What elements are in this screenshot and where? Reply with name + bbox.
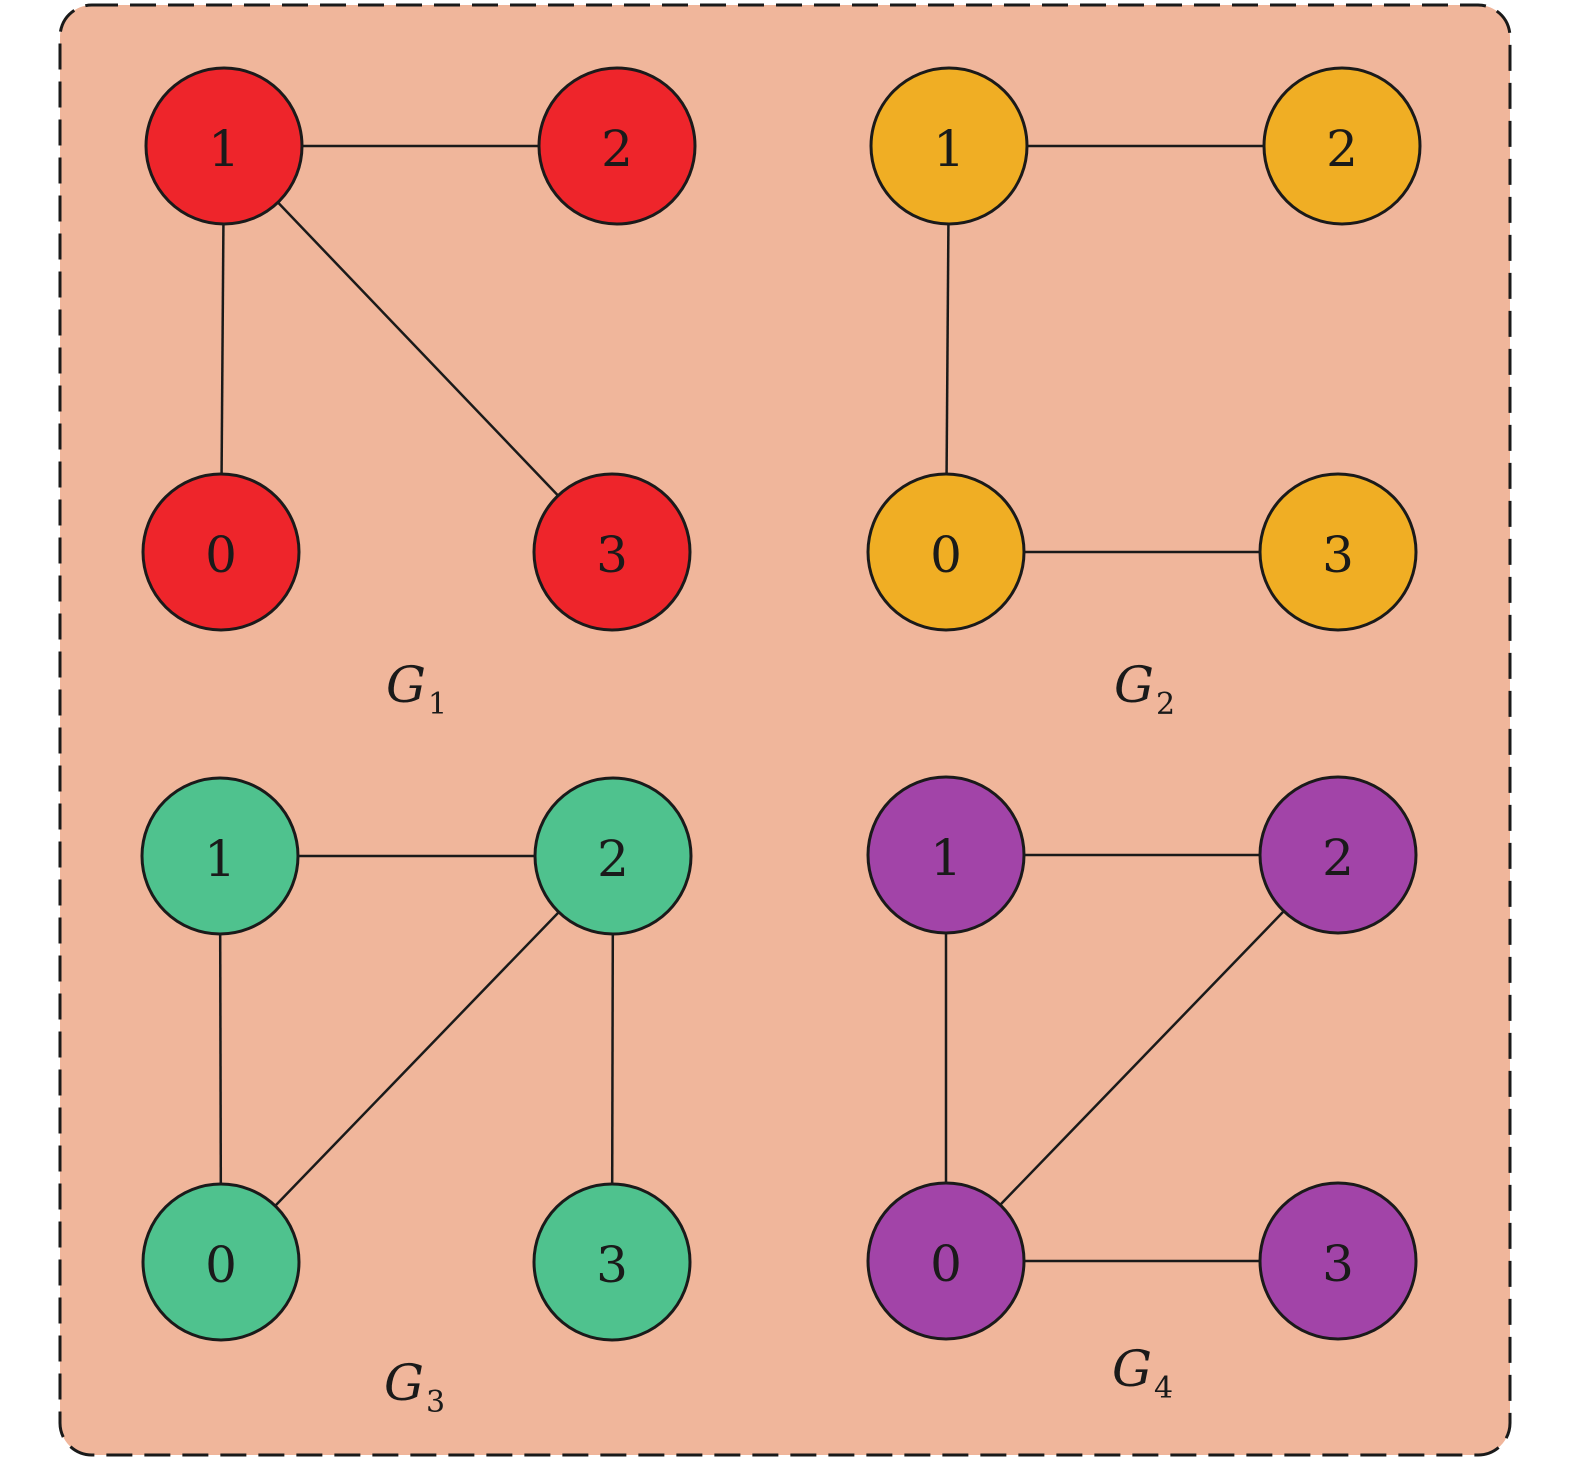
node-2: 2 <box>533 776 693 936</box>
node-label: 3 <box>596 526 628 584</box>
node-label: 0 <box>930 1235 962 1293</box>
node-circle <box>144 66 304 226</box>
node-circle <box>1258 1181 1418 1341</box>
node-label: 1 <box>930 829 962 887</box>
node-circle <box>532 472 692 632</box>
node-label: 0 <box>205 1236 237 1294</box>
graph-title-base: G <box>386 656 426 714</box>
graph-4: 0 1 2 3G4 <box>866 775 1418 1406</box>
node-circle <box>532 1182 692 1342</box>
node-label: 3 <box>596 1236 628 1294</box>
node-label: 1 <box>933 120 965 178</box>
node-label: 0 <box>205 526 237 584</box>
node-circle <box>141 472 301 632</box>
node-circle <box>869 66 1029 226</box>
node-circle <box>140 776 300 936</box>
node-2: 2 <box>1262 66 1422 226</box>
node-0: 0 <box>866 1181 1026 1341</box>
edge-2-3 <box>610 933 615 1185</box>
node-3: 3 <box>532 1182 692 1342</box>
node-0: 0 <box>141 472 301 632</box>
node-1: 1 <box>869 66 1029 226</box>
node-2: 2 <box>1258 775 1418 935</box>
edge-1-0 <box>945 223 950 475</box>
node-label: 2 <box>597 830 629 888</box>
node-1: 1 <box>144 66 304 226</box>
graph-title-base: G <box>1114 656 1154 714</box>
node-label: 3 <box>1322 526 1354 584</box>
graph-title: G3 <box>384 1354 445 1420</box>
graph-title-subscript: 2 <box>1156 687 1175 722</box>
node-circle <box>141 1182 301 1342</box>
panel-background <box>58 3 1512 1457</box>
node-3: 3 <box>532 472 692 632</box>
edge-2-0 <box>274 911 560 1207</box>
node-1: 1 <box>140 776 300 936</box>
node-circle <box>1258 775 1418 935</box>
edge-1-0 <box>218 933 223 1185</box>
graph-title-subscript: 4 <box>1154 1371 1173 1406</box>
node-circle <box>1258 472 1418 632</box>
node-3: 3 <box>1258 472 1418 632</box>
node-0: 0 <box>141 1182 301 1342</box>
node-circle <box>1262 66 1422 226</box>
graph-title-subscript: 3 <box>426 1385 445 1420</box>
node-label: 2 <box>1322 829 1354 887</box>
graph-title-base: G <box>1112 1340 1152 1398</box>
graph-title: G2 <box>1114 656 1175 722</box>
node-label: 1 <box>204 830 236 888</box>
node-1: 1 <box>866 775 1026 935</box>
node-circle <box>866 1181 1026 1341</box>
node-label: 3 <box>1322 1235 1354 1293</box>
node-circle <box>537 66 697 226</box>
graph-title-subscript: 1 <box>428 687 447 722</box>
node-circle <box>866 472 1026 632</box>
node-circle <box>866 775 1026 935</box>
node-label: 1 <box>208 120 240 178</box>
edge-1-0 <box>220 223 225 475</box>
node-0: 0 <box>866 472 1026 632</box>
edge-2-0 <box>999 910 1285 1206</box>
graph-title-base: G <box>384 1354 424 1412</box>
node-3: 3 <box>1258 1181 1418 1341</box>
edge-1-3 <box>276 201 560 497</box>
node-label: 2 <box>1326 120 1358 178</box>
graph-title: G1 <box>386 656 447 722</box>
node-label: 0 <box>930 526 962 584</box>
node-circle <box>533 776 693 936</box>
node-2: 2 <box>537 66 697 226</box>
graph-title: G4 <box>1112 1340 1173 1406</box>
node-label: 2 <box>601 120 633 178</box>
